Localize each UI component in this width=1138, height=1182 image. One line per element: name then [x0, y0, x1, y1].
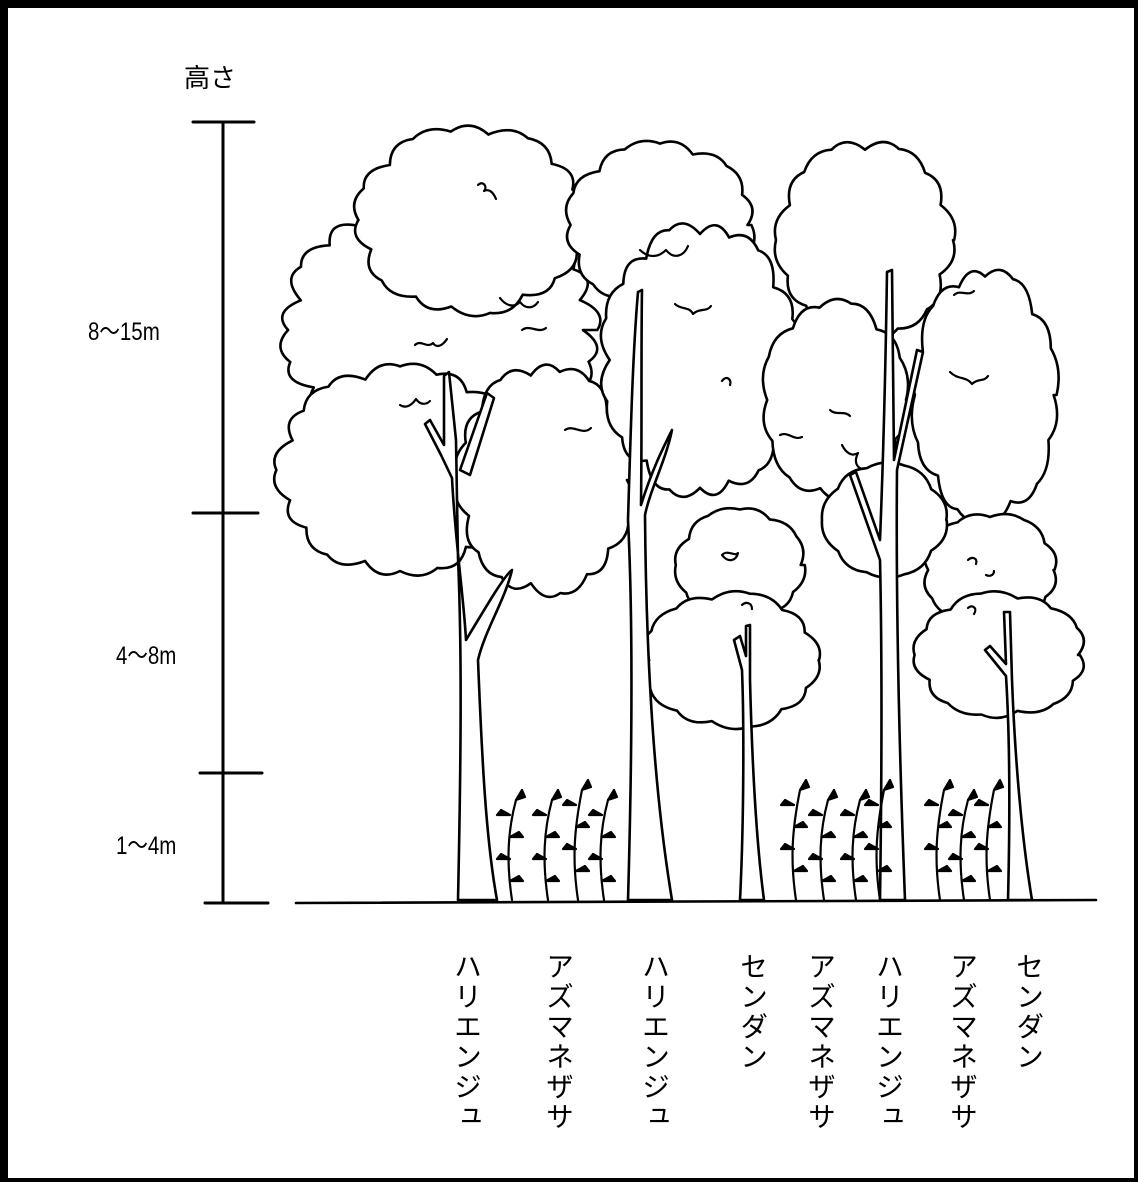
species-label-8: センダン [1012, 952, 1045, 1072]
tree-trunks [423, 268, 1034, 902]
crown-harienju-3-right [910, 268, 1060, 523]
height-axis-title: 高さ [184, 64, 237, 94]
crown-sendan-1-body [641, 589, 822, 731]
crown-harienju-1-left [272, 362, 524, 577]
species-label-2: アズマネザサ [542, 952, 575, 1132]
height-scale [191, 120, 270, 905]
bamboo-grass-sprig-9 [923, 778, 955, 902]
species-label-1: ハリエンジュ [450, 952, 483, 1132]
trunk-sendan-1 [732, 623, 766, 902]
trunk-harienju-2 [626, 288, 674, 902]
bamboo-grass-sprig-1 [495, 788, 527, 902]
bamboo-grass-sprig-2 [531, 788, 563, 902]
bamboo-grass-sprig-3 [561, 778, 593, 902]
height-range-upper: 8〜15m [88, 318, 160, 346]
height-range-middle: 4〜8m [116, 642, 177, 670]
species-label-3: ハリエンジュ [638, 952, 671, 1132]
branch-harienju-1 [458, 391, 496, 477]
bamboo-grass-sprig-6 [807, 788, 839, 902]
bamboo-grass-sprig-11 [973, 778, 1005, 902]
tree-crowns [272, 124, 1086, 731]
species-label-4: センダン [736, 952, 769, 1072]
species-label-5: アズマネザサ [804, 952, 837, 1132]
bamboo-grass-sprig-10 [947, 788, 979, 902]
crown-harienju-3-top [773, 140, 957, 340]
crown-harienju-2-body [599, 222, 803, 499]
trunk-harienju-1 [423, 370, 514, 902]
ground-line [294, 898, 1098, 905]
trunk-sendan-2 [983, 610, 1034, 902]
height-range-lower: 1〜4m [116, 832, 177, 860]
bamboo-grass-sprig-4 [587, 788, 619, 902]
bamboo-grass-sprig-7 [839, 788, 871, 902]
bamboo-grass-sprig-5 [779, 778, 811, 902]
bamboo-grass-sprig-8 [863, 778, 895, 902]
crown-harienju-1-top [352, 124, 589, 318]
bamboo-grass-sprigs [495, 778, 1005, 902]
crown-detail-strokes [398, 182, 996, 616]
species-label-6: ハリエンジュ [872, 952, 905, 1132]
species-label-7: アズマネザサ [946, 952, 979, 1132]
trunk-harienju-3 [848, 268, 925, 902]
